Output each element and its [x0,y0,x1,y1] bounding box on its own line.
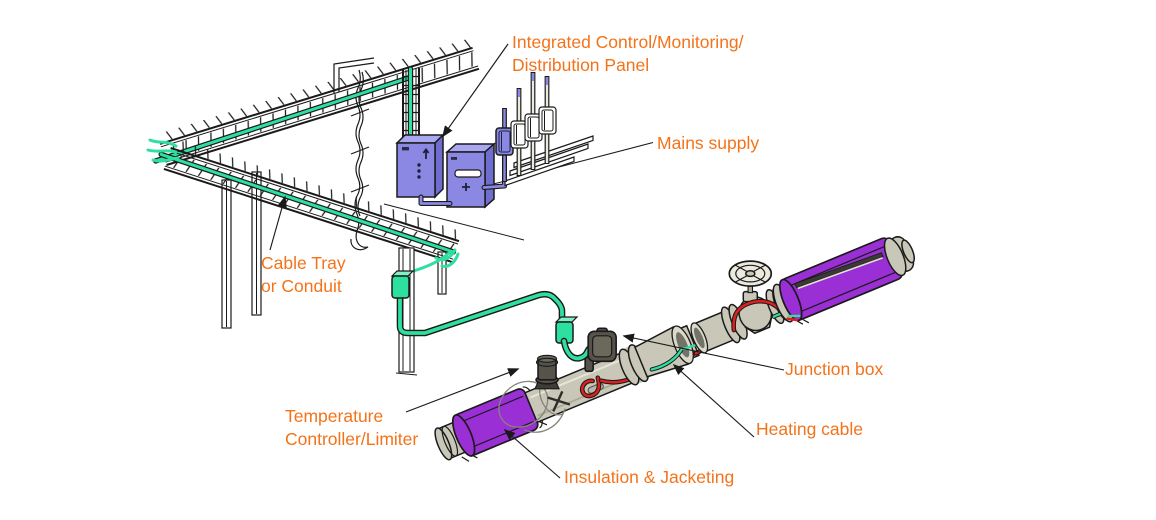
cable-tray-upper [153,38,480,166]
temperature-controller [534,354,560,390]
label-heating-cable: Heating cable [756,419,864,439]
panel-floor-line [383,203,525,241]
conduit-run [396,290,566,337]
label-temperature-controller-line2: Controller/Limiter [285,429,419,449]
leader-heating-cable [672,363,755,438]
label-cable-tray-line2: or Conduit [261,276,342,296]
label-mains-supply: Mains supply [657,133,760,153]
label-cable-tray: Cable Tray or Conduit [261,252,346,298]
mains-supply-meters [495,72,594,187]
insulation-jacket-left [451,386,548,457]
label-integrated-panel: Integrated Control/Monitoring/ Distribut… [512,31,744,77]
conduit-pull-box [390,270,415,299]
integrated-control-panel [395,133,445,199]
meter-pole-3 [524,72,543,170]
label-temperature-controller: Temperature Controller/Limiter [285,405,418,451]
meter-pole-1 [495,108,514,182]
label-cable-tray-line1: Cable Tray [261,253,346,273]
meter-pole-4 [538,76,557,164]
pipe-assembly [434,236,916,462]
valve-handwheel [728,260,773,303]
insulation-jacket-right [772,237,904,325]
controller-mount-strap [547,390,571,412]
label-integrated-panel-line1: Integrated Control/Monitoring/ [512,32,744,52]
leader-junction-box [622,333,785,371]
junction-box [584,327,617,373]
valve [720,260,796,344]
label-junction-box: Junction box [785,359,884,379]
flexible-conduit [560,337,593,362]
distribution-panel [445,142,496,209]
label-temperature-controller-line1: Temperature [285,406,384,426]
label-integrated-panel-line2: Distribution Panel [512,55,650,75]
cable-curls-apex [146,138,180,163]
leader-temperature-controller [405,368,520,413]
connector-box [554,316,579,344]
label-insulation-jacketing: Insulation & Jacketing [564,467,735,487]
leader-lines [269,43,785,479]
cable-tray-lower [158,139,463,264]
leader-cable-tray [269,195,287,251]
jacket-cutaway-slot [794,252,884,289]
leader-integrated-panel [442,43,509,138]
leader-insulation-jacketing [503,428,561,479]
ladder-drop [402,66,420,145]
pipe-end-cap [883,236,916,277]
pipe-flange-bell [618,344,649,386]
